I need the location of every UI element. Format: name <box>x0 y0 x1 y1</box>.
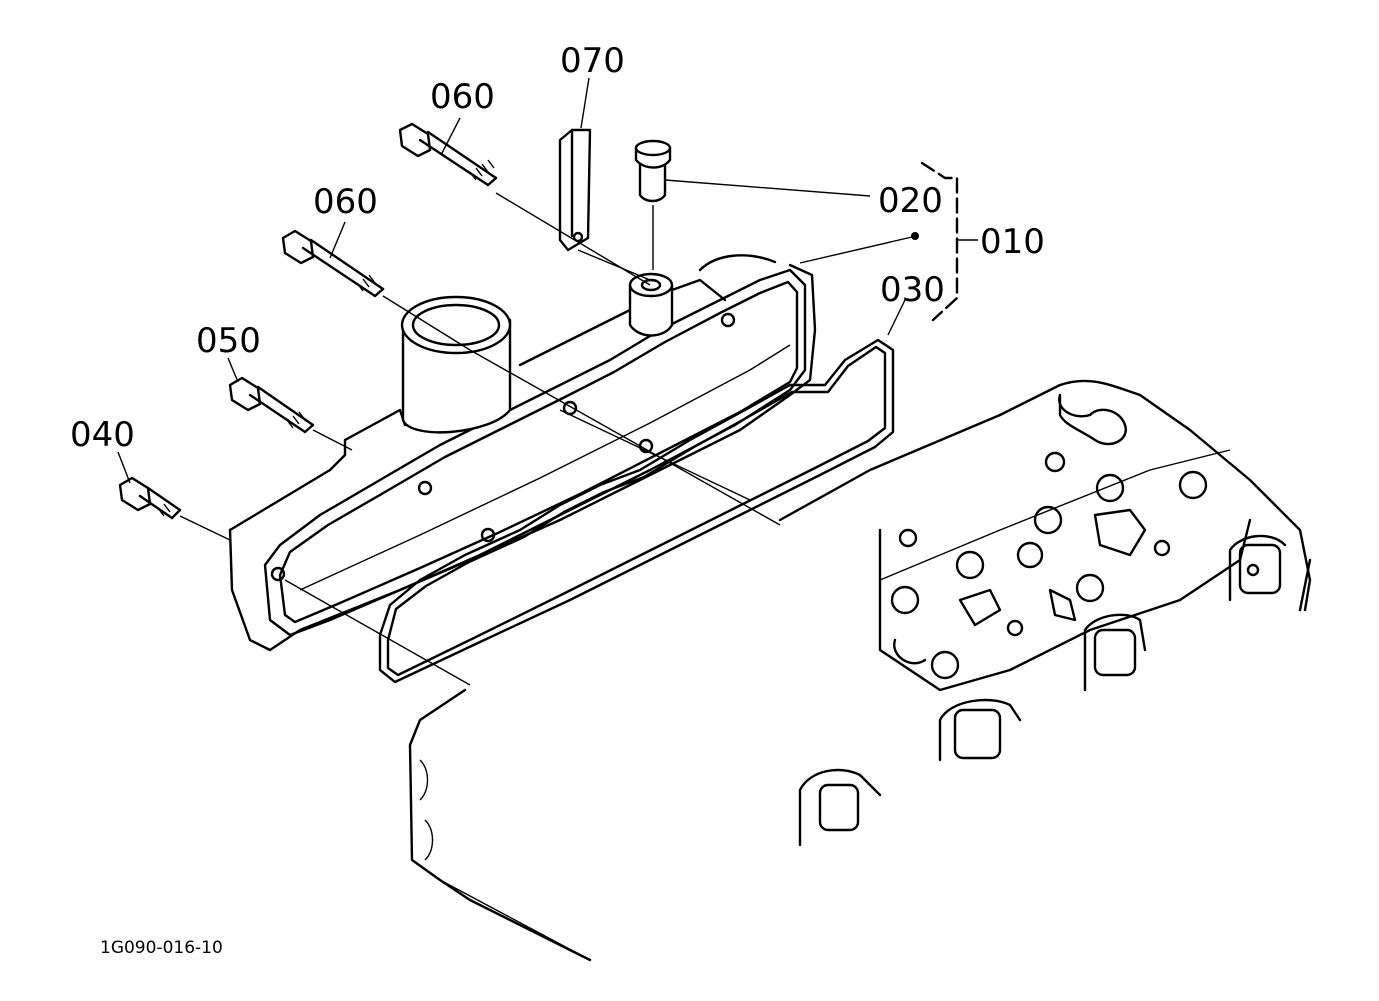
label-020: 020 <box>878 181 943 221</box>
bolt-050 <box>228 376 315 434</box>
label-060-upper: 060 <box>430 77 495 117</box>
label-070: 070 <box>560 41 625 81</box>
pipe-020 <box>634 139 672 203</box>
leader-lines <box>117 77 1001 686</box>
diagram-reference-code: 1G090-016-10 <box>100 938 223 958</box>
bolt-060-upper <box>398 122 498 187</box>
label-030: 030 <box>880 270 945 310</box>
bolt-060-lower <box>281 229 385 298</box>
bolt-040 <box>118 476 182 520</box>
cylinder-head <box>408 379 1312 962</box>
label-050: 050 <box>196 321 261 361</box>
label-040: 040 <box>70 415 135 455</box>
plate-070 <box>558 128 592 252</box>
label-010: 010 <box>980 222 1045 262</box>
intake-manifold <box>228 254 817 652</box>
label-060-lower: 060 <box>313 182 378 222</box>
